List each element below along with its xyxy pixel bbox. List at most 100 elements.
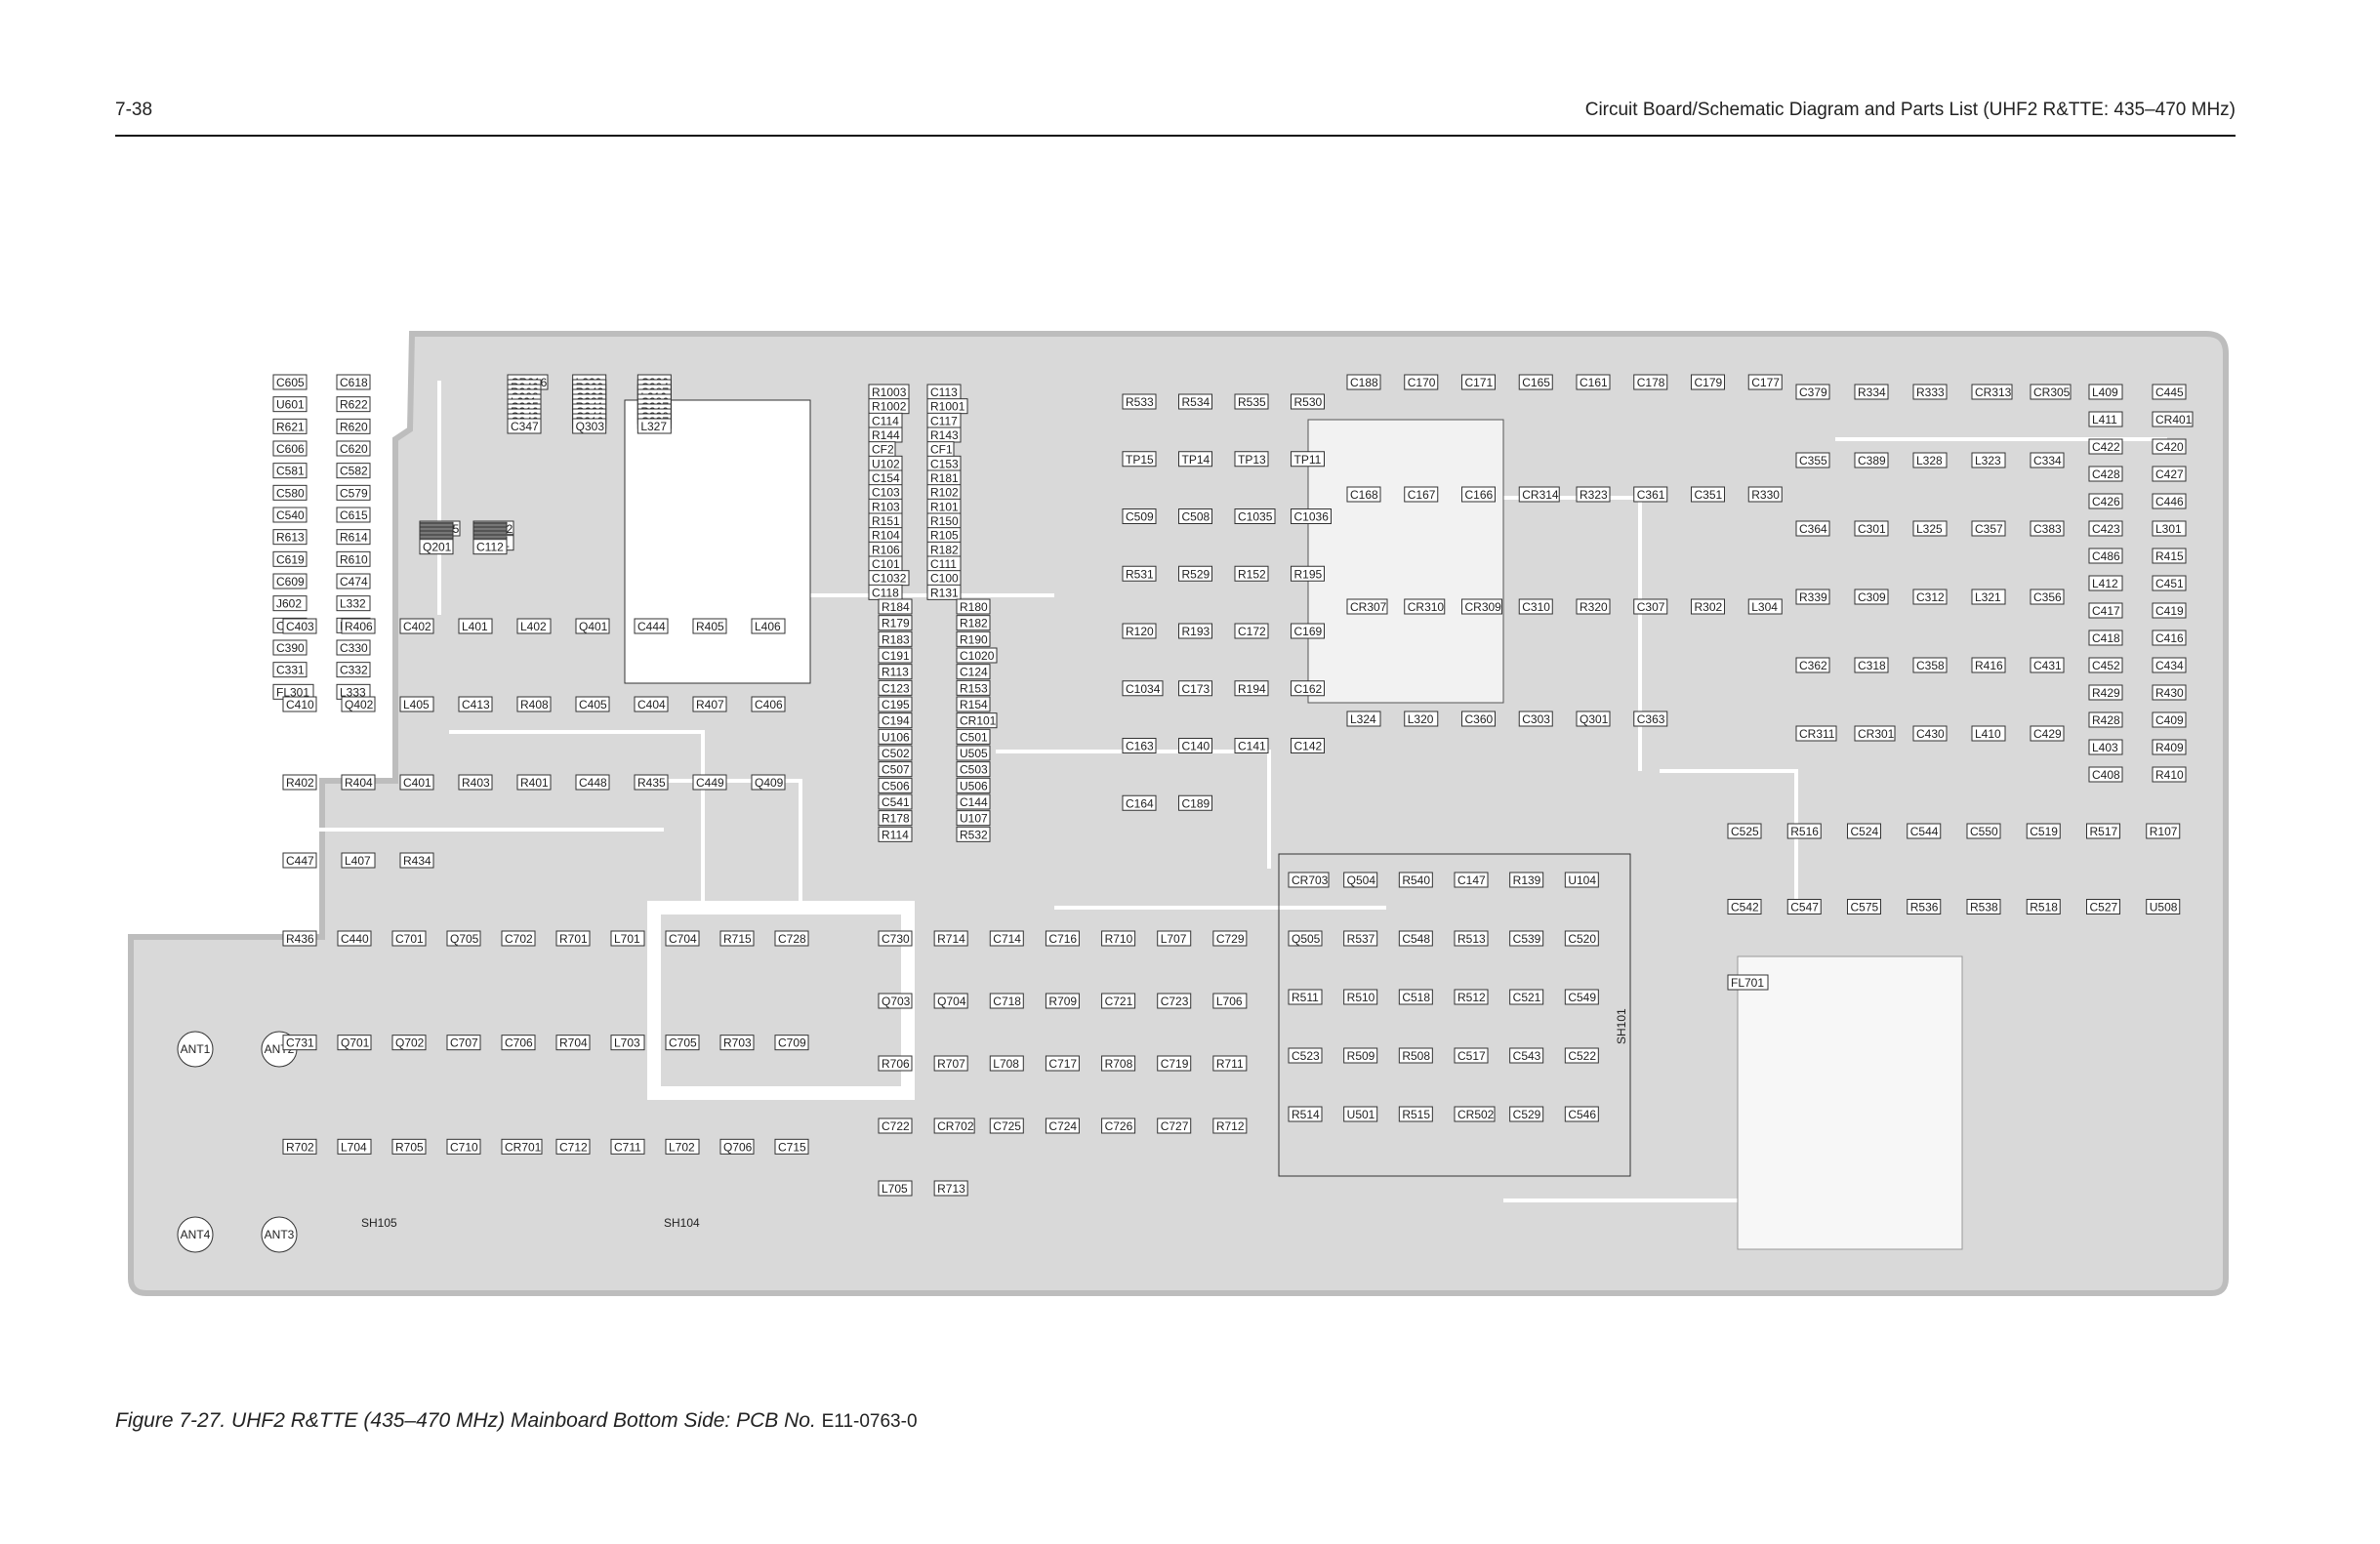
component-box — [282, 696, 317, 712]
component-label: R339 — [1795, 589, 1830, 605]
component-label: R334 — [1854, 384, 1889, 400]
component-label: C356 — [2030, 589, 2065, 605]
component-box — [282, 1138, 317, 1155]
component-box — [1122, 794, 1157, 811]
component-ref: C726 — [1105, 1119, 1133, 1133]
component-box — [878, 1180, 913, 1197]
component-ref: R614 — [340, 531, 368, 545]
component-label: C402 — [399, 618, 434, 634]
component-label: Q303 — [572, 418, 607, 434]
component-label: C427 — [2152, 466, 2187, 482]
component-label: R150 — [926, 512, 962, 529]
component-ref: C711 — [614, 1140, 641, 1154]
component-label: C546 — [1564, 1106, 1599, 1122]
component-box — [751, 774, 786, 791]
component-ref: C418 — [2092, 631, 2120, 645]
component-box — [272, 440, 308, 457]
block-vco-area — [1278, 853, 1631, 1177]
component-label: C389 — [1854, 452, 1889, 468]
component-box — [2152, 711, 2187, 728]
component-box — [1971, 725, 2006, 742]
component-box — [1509, 1047, 1544, 1064]
component-box — [1576, 711, 1611, 727]
component-label: R705 — [391, 1138, 427, 1155]
component-ref: R1002 — [872, 400, 907, 414]
component-box — [878, 761, 913, 778]
component-box — [1346, 711, 1381, 727]
component-box — [399, 852, 434, 869]
component-ref: L708 — [993, 1057, 1019, 1071]
component-ref: C521 — [1513, 991, 1541, 1004]
component-label: R706 — [878, 1055, 913, 1072]
component-ref: C615 — [340, 508, 368, 522]
component-label: C712 — [555, 1138, 591, 1155]
component-label: Q704 — [933, 993, 968, 1009]
component-ref: R178 — [882, 812, 910, 826]
component-box — [956, 630, 991, 647]
component-ref: C179 — [1695, 376, 1723, 389]
component-box — [1212, 1055, 1248, 1072]
component-box — [2030, 725, 2065, 742]
component-box — [1907, 823, 1942, 839]
component-ref: C312 — [1916, 590, 1945, 604]
component-box — [575, 774, 610, 791]
component-label: C379 — [1795, 384, 1830, 400]
component-box — [692, 696, 727, 712]
component-box — [878, 728, 913, 745]
component-box — [751, 696, 786, 712]
component-ref: C405 — [579, 698, 607, 711]
component-ref: C716 — [1048, 932, 1077, 946]
component-ref: CR307 — [1350, 600, 1387, 614]
component-box — [956, 777, 991, 793]
component-box — [2152, 684, 2187, 701]
component-label: C309 — [1854, 589, 1889, 605]
caption-text: Figure 7-27. UHF2 R&TTE (435–470 MHz) Ma… — [115, 1409, 822, 1432]
component-label: R529 — [1178, 565, 1212, 582]
component-box — [692, 774, 727, 791]
component-ref: C446 — [2155, 495, 2184, 508]
component-ref: CR310 — [1408, 600, 1445, 614]
component-box — [1576, 598, 1611, 615]
component-box — [2146, 899, 2181, 914]
component-label: R710 — [1101, 930, 1136, 947]
component-ref: U106 — [882, 730, 910, 744]
component-ref: C362 — [1799, 659, 1827, 672]
component-label: C541 — [878, 793, 913, 810]
component-label: C580 — [272, 484, 308, 501]
component-box — [1786, 823, 1822, 839]
component-box — [1122, 623, 1157, 639]
component-label: R703 — [719, 1035, 755, 1051]
component-label: C714 — [989, 930, 1024, 947]
component-ref: C544 — [1910, 825, 1939, 838]
component-ref: L301 — [2155, 522, 2182, 536]
component-ref: C330 — [340, 641, 368, 655]
component-label: TP13 — [1234, 451, 1269, 467]
component-label: J602 — [272, 595, 308, 612]
component-label: C582 — [336, 463, 371, 479]
component-box — [1157, 1055, 1192, 1072]
component-label: C521 — [1509, 989, 1544, 1005]
component-label: C540 — [272, 507, 308, 523]
component-ref: Q705 — [450, 932, 479, 946]
component-box — [272, 529, 308, 546]
component-box — [1178, 623, 1212, 639]
component-label: R509 — [1343, 1047, 1378, 1064]
component-label: R103 — [868, 498, 903, 514]
component-ref: C522 — [1568, 1049, 1596, 1063]
component-box — [572, 418, 607, 434]
component-ref: C508 — [1182, 510, 1211, 524]
component-box — [272, 418, 308, 434]
component-label: R530 — [1291, 393, 1325, 410]
component-box — [956, 615, 991, 631]
component-label: R106 — [868, 541, 903, 557]
component-label: C524 — [1847, 823, 1881, 839]
component-box — [2088, 711, 2123, 728]
component-ref: C390 — [276, 641, 305, 655]
component-label: L411 — [2088, 411, 2123, 427]
component-box — [878, 793, 913, 810]
component-ref: CR314 — [1522, 488, 1559, 502]
component-box — [1398, 930, 1433, 947]
component-box — [1461, 711, 1496, 727]
component-box — [1101, 1055, 1136, 1072]
component-ref: C525 — [1731, 825, 1759, 838]
